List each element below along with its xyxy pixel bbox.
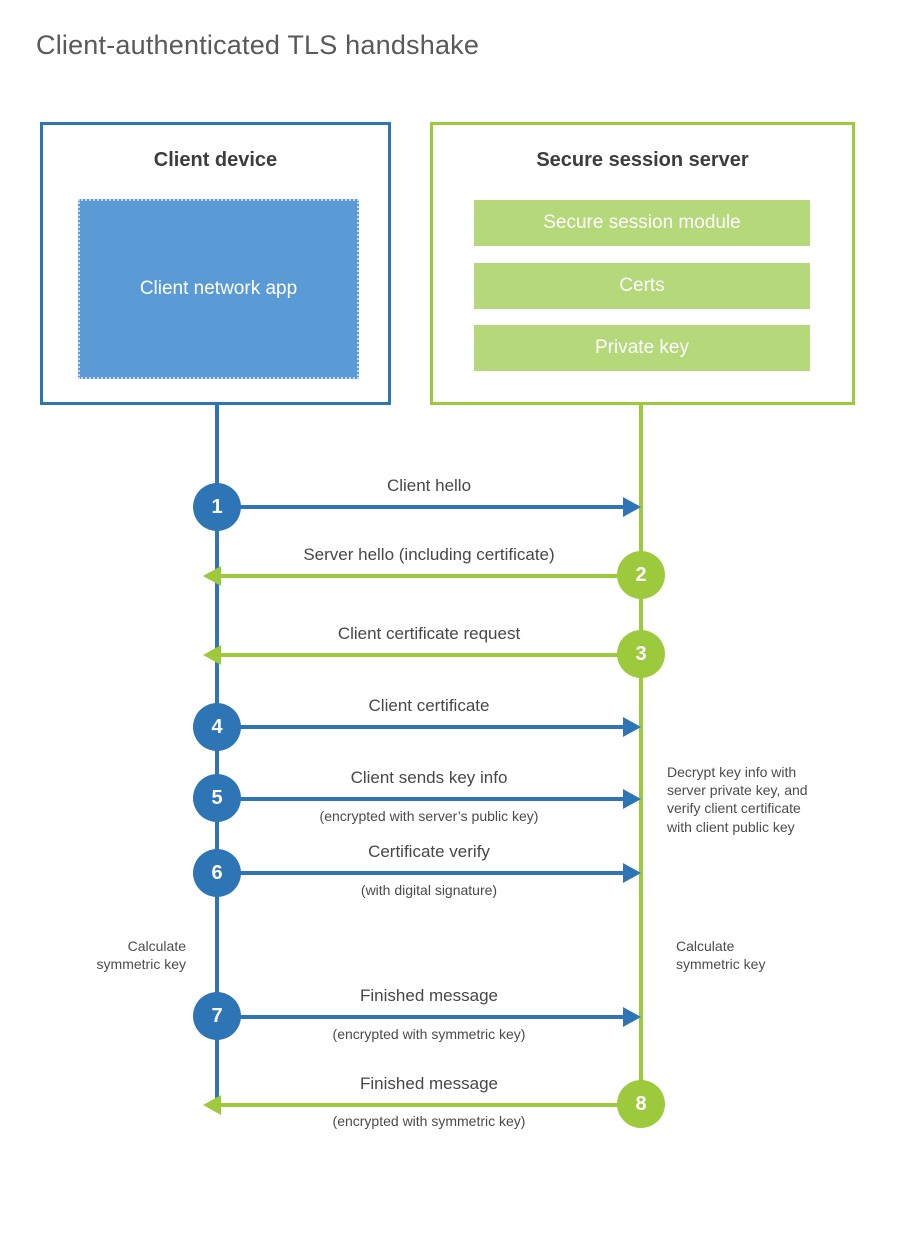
decrypt-note: Decrypt key info with server private key… [667,764,808,835]
step-number: 8 [635,1092,647,1115]
page-title: Client-authenticated TLS handshake [36,30,480,60]
arrow-right-icon [623,497,641,517]
step-label: Certificate verify [368,842,490,861]
step-label: Client certificate [368,696,490,715]
server-private-key-bar: Private key [474,325,810,371]
step-badge: 6 [193,849,241,897]
arrow-line [217,871,623,875]
server-certs-bar: Certs [474,263,810,309]
arrow-line [221,653,641,657]
secure-session-server-box: Secure session server Secure session mod… [430,122,855,405]
step-label: Client hello [386,476,472,495]
arrow-left-icon [203,645,221,665]
client-network-app-box: Client network app [78,199,359,379]
step-sublabel: (encrypted with server’s public key) [319,808,539,824]
step-badge: 4 [193,703,241,751]
arrow-line [217,725,623,729]
secure-session-server-title: Secure session server [536,149,749,171]
arrow-line [221,1103,641,1107]
client-device-box: Client device Client network app [40,122,391,405]
step-badge: 2 [617,551,665,599]
step-label: Server hello (including certificate) [303,545,555,564]
server-module-bar: Secure session module [474,200,810,246]
calculate-symmetric-key-left: Calculate symmetric key [96,938,186,973]
server-lifeline [639,402,643,1105]
calculate-symmetric-key-right: Calculate symmetric key [676,938,766,973]
step-number: 3 [635,642,647,665]
client-lifeline [215,402,219,1110]
arrow-line [217,505,623,509]
step-badge: 7 [193,992,241,1040]
arrow-left-icon [203,1095,221,1115]
arrow-line [217,797,623,801]
step-sublabel: (with digital signature) [360,882,498,898]
step-badge: 8 [617,1080,665,1128]
step-badge: 5 [193,774,241,822]
client-network-app-label: Client network app [139,277,298,299]
step-number: 1 [211,495,223,518]
step-number: 6 [211,861,223,884]
step-badge: 3 [617,630,665,678]
arrow-line [217,1015,623,1019]
step-badge: 1 [193,483,241,531]
arrow-right-icon [623,717,641,737]
step-number: 4 [211,715,223,738]
step-label: Finished message [360,986,498,1005]
step-number: 7 [211,1004,223,1027]
arrow-left-icon [203,566,221,586]
step-number: 5 [211,786,223,809]
step-sublabel: (encrypted with symmetric key) [332,1113,526,1129]
arrow-right-icon [623,863,641,883]
step-sublabel: (encrypted with symmetric key) [332,1026,526,1042]
step-label: Finished message [360,1074,498,1093]
arrow-right-icon [623,789,641,809]
step-number: 2 [635,563,647,586]
arrow-line [221,574,641,578]
step-label: Client certificate request [337,624,521,643]
step-label: Client sends key info [350,768,508,787]
arrow-right-icon [623,1007,641,1027]
client-device-title: Client device [153,149,278,171]
